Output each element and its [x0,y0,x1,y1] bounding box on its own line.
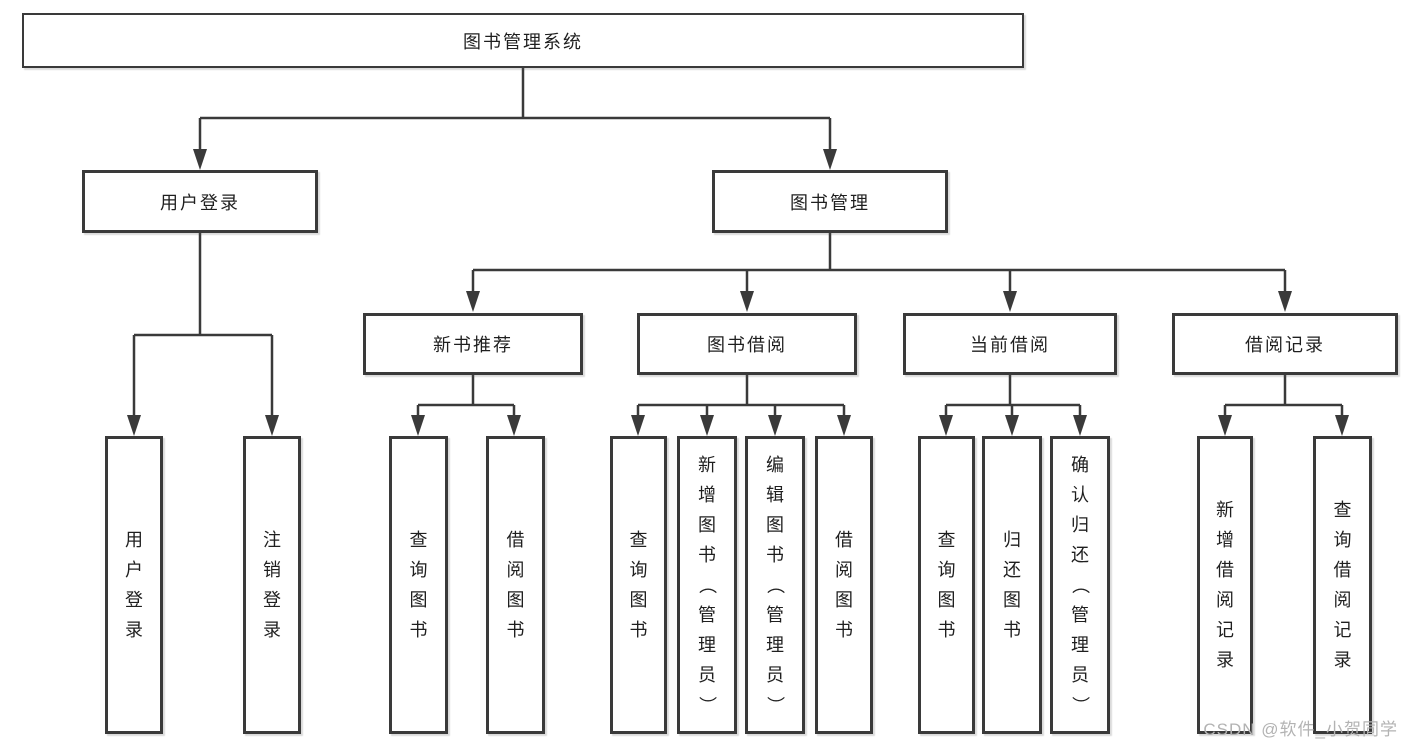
leaf-edit-books-admin: 编辑图书（管理员） [745,436,805,734]
node-user-login: 用户登录 [82,170,318,233]
leaf-borrow-books-recommend: 借阅图书 [486,436,545,734]
node-label: 查询图书 [937,530,956,640]
leaf-return-books: 归还图书 [982,436,1042,734]
node-book-management: 图书管理 [712,170,948,233]
node-label: 归还图书 [1003,530,1021,640]
leaf-logout: 注销登录 [243,436,301,734]
node-label: 用户登录 [160,192,240,213]
node-label: 用户登录 [125,530,143,640]
node-label: 查询图书 [629,530,648,640]
leaf-user-login: 用户登录 [105,436,163,734]
node-label: 借阅图书 [835,530,853,640]
leaf-query-books-borrow: 查询图书 [610,436,667,734]
node-label: 借阅记录 [1245,335,1325,355]
node-label: 图书管理 [790,192,870,213]
node-library-management-system: 图书管理系统 [22,13,1024,68]
leaf-confirm-return-admin: 确认归还（管理员） [1050,436,1110,734]
leaf-add-borrow-record: 新增借阅记录 [1197,436,1253,734]
node-label: 编辑图书（管理员） [765,455,785,714]
leaf-borrow-books: 借阅图书 [815,436,873,734]
node-label: 查询图书 [409,530,428,640]
node-label: 当前借阅 [970,335,1050,355]
node-label: 新增图书（管理员） [697,455,717,714]
node-label: 注销登录 [263,530,281,640]
leaf-query-books-current: 查询图书 [918,436,975,734]
leaf-query-borrow-record: 查询借阅记录 [1313,436,1372,734]
node-label: 借阅图书 [506,530,525,640]
node-label: 图书管理系统 [463,31,583,52]
node-label: 新增借阅记录 [1216,500,1234,670]
node-label: 图书借阅 [707,335,787,355]
node-label: 确认归还（管理员） [1070,455,1090,714]
node-current-borrowing: 当前借阅 [903,313,1117,375]
node-book-borrowing: 图书借阅 [637,313,857,375]
node-label: 查询借阅记录 [1333,500,1352,670]
csdn-watermark: CSDN @软件_小贺同学 [1203,720,1398,739]
node-borrowing-records: 借阅记录 [1172,313,1398,375]
leaf-add-books-admin: 新增图书（管理员） [677,436,737,734]
node-new-book-recommendation: 新书推荐 [363,313,583,375]
node-label: 新书推荐 [433,335,513,355]
leaf-query-books-recommend: 查询图书 [389,436,448,734]
